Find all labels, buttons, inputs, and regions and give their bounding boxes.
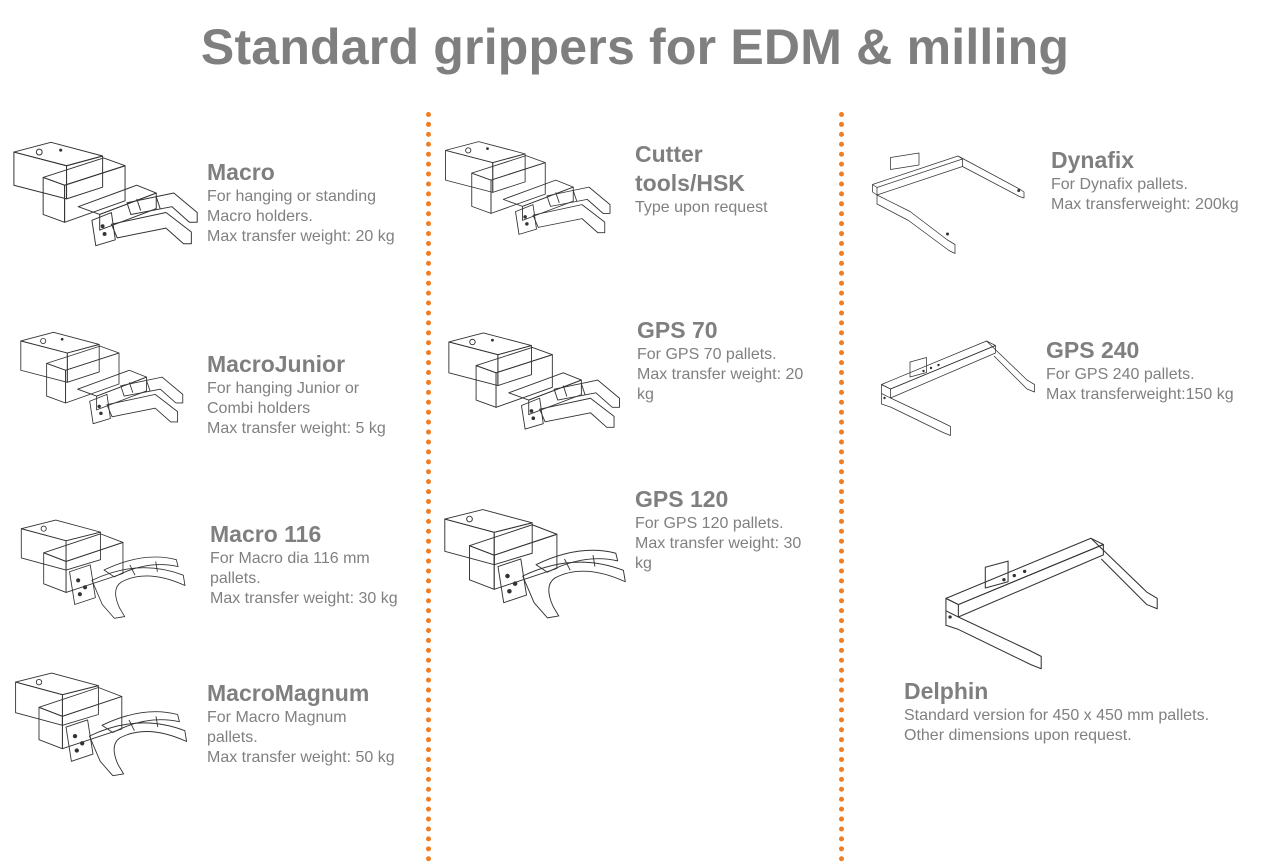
macro116-gripper-drawing [14,508,194,620]
product-desc-line: Other dimensions upon request. [904,727,1132,744]
product-desc-line: Type upon request [635,199,768,216]
gps120-gripper-drawing [441,488,631,628]
product-desc-line: For GPS 70 pallets. [637,346,777,363]
product-name: MacroJunior [207,351,346,377]
product-dynafix: Dynafix For Dynafix pallets. Max transfe… [1051,146,1239,215]
product-desc-line: For hanging or standing [207,188,376,205]
product-desc-line: For GPS 120 pallets. [635,515,784,532]
product-cutter: Cutter tools/HSK Type upon request [635,140,768,218]
delphin-fork-drawing [932,530,1167,675]
product-desc-line: Combi holders [207,400,311,417]
product-desc-line: Standard version for 450 x 450 mm pallet… [904,707,1210,724]
product-desc-line: Max transfer weight: 20 [637,366,804,383]
product-name: MacroMagnum [207,680,370,706]
product-desc-line: Macro holders. [207,208,313,225]
product-gps240: GPS 240 For GPS 240 pallets. Max transfe… [1046,336,1234,405]
product-delphin: Delphin Standard version for 450 x 450 m… [904,677,1209,746]
product-name: Macro [207,159,275,185]
product-desc-line: kg [637,386,654,403]
cutter-gripper-drawing [442,128,617,248]
product-name: Macro 116 [210,521,322,547]
product-desc-line: Max transfer weight: 50 kg [207,749,395,766]
product-macrojunior: MacroJunior For hanging Junior or Combi … [207,350,386,439]
product-desc-line: Max transfer weight: 5 kg [207,420,386,437]
product-name: tools/HSK [635,170,745,196]
product-gps70: GPS 70 For GPS 70 pallets. Max transfer … [637,316,803,405]
gps240-fork-drawing [874,335,1039,440]
product-desc-line: Max transfer weight: 20 kg [207,228,395,245]
gps70-gripper-drawing [441,322,631,440]
product-desc-line: For Dynafix pallets. [1051,176,1188,193]
product-desc-line: Max transfer weight: 30 [635,535,802,552]
product-desc-line: Max transferweight: 200kg [1051,196,1239,213]
product-name: GPS 70 [637,317,718,343]
product-name: GPS 240 [1046,337,1140,363]
macrojunior-gripper-drawing [16,322,191,434]
dynafix-fork-drawing [865,148,1030,260]
product-gps120: GPS 120 For GPS 120 pallets. Max transfe… [635,485,801,574]
product-desc-line: kg [635,555,652,572]
product-desc-line: For Macro Magnum [207,709,347,726]
product-desc-line: For Macro dia 116 mm [210,550,370,567]
product-macromagnum: MacroMagnum For Macro Magnum pallets. Ma… [207,679,395,768]
product-desc-line: For GPS 240 pallets. [1046,366,1195,383]
product-name: Dynafix [1051,147,1135,173]
product-macro: Macro For hanging or standing Macro hold… [207,158,395,247]
product-desc-line: Max transfer weight: 30 kg [210,590,398,607]
product-desc-line: Max transferweight:150 kg [1046,386,1234,403]
product-macro116: Macro 116 For Macro dia 116 mm pallets. … [210,520,398,609]
product-desc-line: For hanging Junior or [207,380,360,397]
page-title: Standard grippers for EDM & milling [200,19,1070,75]
macromagnum-gripper-drawing [12,660,192,778]
column-divider-right [839,112,844,862]
product-name: GPS 120 [635,486,729,512]
column-divider-left [426,112,431,862]
macro-gripper-drawing [10,128,205,260]
product-name: Cutter [635,141,703,167]
product-desc-line: pallets. [210,570,261,587]
product-desc-line: pallets. [207,729,258,746]
product-name: Delphin [904,678,989,704]
